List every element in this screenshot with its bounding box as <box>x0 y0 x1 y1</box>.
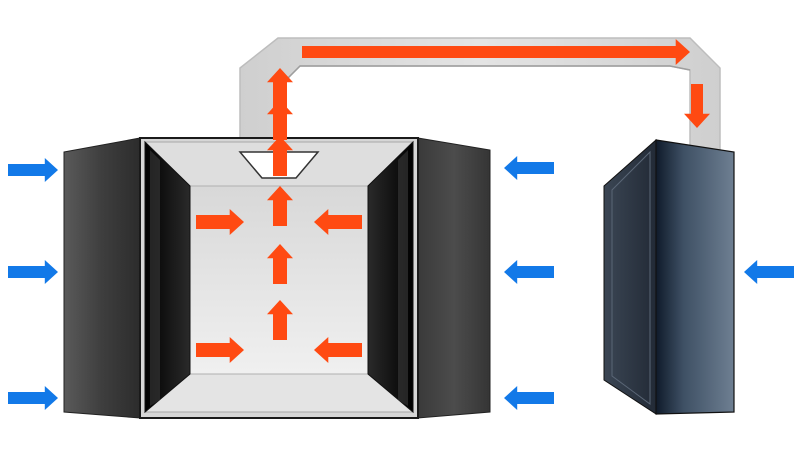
hot-air-arrow-icon <box>267 68 293 108</box>
hot-air-arrow-icon <box>302 39 690 65</box>
hot-air-arrow-icon <box>684 84 710 128</box>
hot-air-arrow-icon <box>267 300 293 340</box>
hot-air-arrow-icon <box>314 209 362 235</box>
left-server-rack <box>63 137 148 419</box>
cold-air-arrow-icon <box>504 156 554 180</box>
hot-air-arrow-icon <box>267 244 293 284</box>
cold-air-arrows <box>8 156 794 410</box>
cooling-unit <box>603 138 735 415</box>
hot-air-arrow-icon <box>267 100 293 140</box>
hot-air-arrow-icon <box>196 209 244 235</box>
cold-air-arrow-icon <box>8 260 58 284</box>
cold-air-arrow-icon <box>744 260 794 284</box>
hot-air-arrow-icon <box>267 136 293 176</box>
cold-air-arrow-icon <box>504 386 554 410</box>
hot-air-arrow-icon <box>267 186 293 226</box>
hot-air-arrow-icon <box>314 337 362 363</box>
cold-air-arrow-icon <box>504 260 554 284</box>
hot-air-arrows <box>196 39 710 363</box>
right-server-rack <box>417 137 491 419</box>
cold-air-arrow-icon <box>8 386 58 410</box>
hot-air-arrow-icon <box>196 337 244 363</box>
cold-air-arrow-icon <box>8 158 58 182</box>
